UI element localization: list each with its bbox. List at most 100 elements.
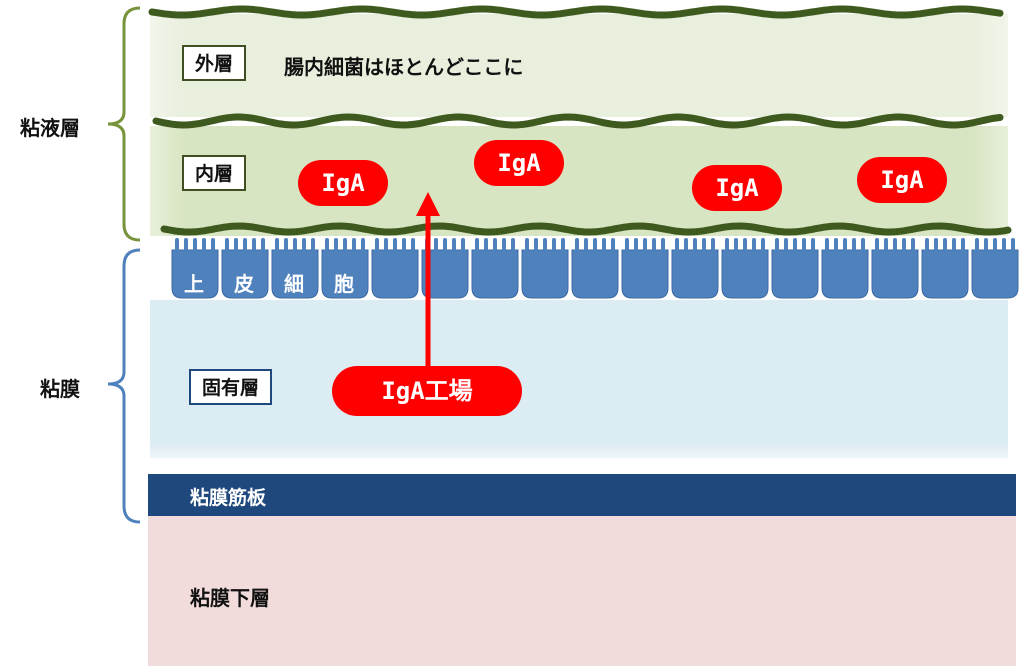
microvillus: [861, 238, 865, 260]
microvillus: [993, 238, 997, 260]
microvillus: [384, 238, 388, 260]
microvillus: [702, 238, 706, 260]
microvillus: [175, 238, 179, 260]
microvillus: [693, 238, 697, 260]
microvillus: [1002, 238, 1006, 260]
microvillus: [561, 238, 565, 260]
epithelium-label-char: 細: [284, 272, 304, 296]
microvillus: [761, 238, 765, 260]
iga-badge: IgA: [474, 140, 564, 186]
epithelial-cell: [971, 249, 1019, 299]
epithelial-cell: [721, 249, 769, 299]
microvillus: [402, 238, 406, 260]
epithelial-cell: [421, 249, 469, 299]
microvillus: [952, 238, 956, 260]
microvillus: [475, 238, 479, 260]
epithelial-cell: [921, 249, 969, 299]
microvillus: [534, 238, 538, 260]
microvillus: [684, 238, 688, 260]
microvillus: [984, 238, 988, 260]
epithelial-cell: [871, 249, 919, 299]
microvillus: [775, 238, 779, 260]
microvillus: [252, 238, 256, 260]
microvillus: [643, 238, 647, 260]
microvillus: [825, 238, 829, 260]
microvillus: [975, 238, 979, 260]
microvillus: [884, 238, 888, 260]
microvillus: [493, 238, 497, 260]
microvillus: [375, 238, 379, 260]
epithelial-cell: [821, 249, 869, 299]
microvillus: [211, 238, 215, 260]
microvillus: [711, 238, 715, 260]
wavy-line-epithelium-surface: [160, 222, 1012, 236]
epithelial-cell: [471, 249, 519, 299]
microvillus: [675, 238, 679, 260]
microvillus: [511, 238, 515, 260]
microvillus: [852, 238, 856, 260]
microvillus: [661, 238, 665, 260]
microvillus: [961, 238, 965, 260]
epithelial-cell: [221, 249, 269, 299]
microvillus: [652, 238, 656, 260]
outer-layer-description: 腸内細菌はほとんどここに: [284, 55, 524, 79]
microvillus: [1011, 238, 1015, 260]
microvillus: [834, 238, 838, 260]
microvillus: [934, 238, 938, 260]
muscularis-mucosae-label: 粘膜筋板: [190, 487, 267, 509]
microvillus: [393, 238, 397, 260]
microvillus: [434, 238, 438, 260]
epithelial-cell: [371, 249, 419, 299]
epithelial-cell: [521, 249, 569, 299]
mucus-bracket: [107, 6, 141, 242]
microvillus: [925, 238, 929, 260]
microvillus: [361, 238, 365, 260]
lamina-propria-layer: [150, 300, 1008, 458]
microvillus: [543, 238, 547, 260]
epithelium-cells: [171, 238, 1019, 299]
microvillus: [811, 238, 815, 260]
epithelium-label-char: 上: [184, 272, 204, 296]
epithelial-cell: [771, 249, 819, 299]
microvillus: [234, 238, 238, 260]
outer-layer-label: 外層: [182, 45, 247, 81]
microvillus: [525, 238, 529, 260]
microvillus: [602, 238, 606, 260]
microvillus: [202, 238, 206, 260]
microvillus: [911, 238, 915, 260]
epithelial-cell: [621, 249, 669, 299]
microvillus: [611, 238, 615, 260]
microvillus: [275, 238, 279, 260]
microvillus: [625, 238, 629, 260]
microvillus: [725, 238, 729, 260]
microvillus: [411, 238, 415, 260]
microvillus: [802, 238, 806, 260]
epithelial-cell: [271, 249, 319, 299]
iga-badge: IgA: [298, 160, 388, 206]
microvillus: [261, 238, 265, 260]
epithelial-cell: [171, 249, 219, 299]
inner-layer-label: 内層: [182, 155, 247, 191]
microvillus: [584, 238, 588, 260]
microvillus: [293, 238, 297, 260]
mucosa-bracket: [107, 248, 141, 524]
submucosa-label: 粘膜下層: [190, 586, 270, 610]
microvillus: [784, 238, 788, 260]
iga-factory-badge: IgA工場: [332, 366, 522, 416]
microvillus: [334, 238, 338, 260]
secretion-arrow: [416, 192, 440, 366]
wavy-line-top: [148, 5, 1004, 19]
microvillus: [943, 238, 947, 260]
muscularis-mucosae-layer: [148, 474, 1016, 516]
outer-mucus-layer: [150, 14, 1008, 117]
microvillus: [734, 238, 738, 260]
microvillus: [243, 238, 247, 260]
microvillus: [634, 238, 638, 260]
microvillus: [284, 238, 288, 260]
iga-badge: IgA: [692, 165, 782, 211]
microvillus: [575, 238, 579, 260]
microvillus: [452, 238, 456, 260]
microvillus: [743, 238, 747, 260]
epithelial-cell: [571, 249, 619, 299]
microvillus: [352, 238, 356, 260]
